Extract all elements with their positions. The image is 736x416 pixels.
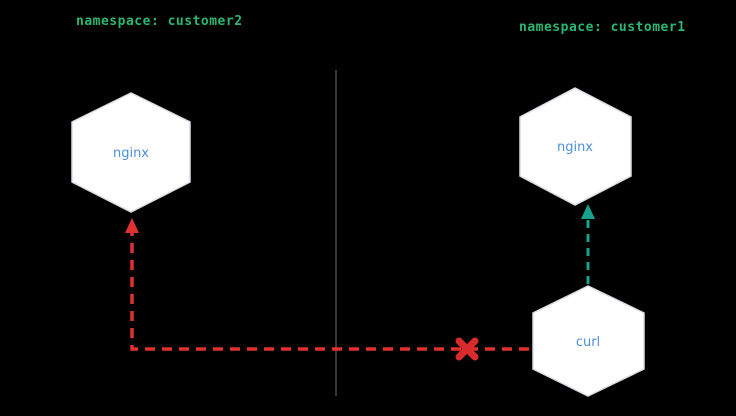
- blocked-traffic-arrow-line: [130, 226, 529, 351]
- node-curl-customer1: curl: [532, 285, 645, 397]
- node-label-nginx-customer1: nginx: [557, 140, 593, 155]
- namespace-label-customer1: namespace: customer1: [519, 20, 686, 35]
- hexagon-nginx-customer2: [71, 92, 191, 213]
- node-nginx-customer1: nginx: [519, 87, 632, 206]
- namespace-label-customer2: namespace: customer2: [76, 14, 243, 29]
- blocked-traffic-arrowhead: [125, 218, 139, 233]
- allowed-traffic-arrowhead: [581, 204, 595, 219]
- hexagon-curl-customer1: [532, 285, 645, 397]
- blocked-x-icon: [455, 337, 479, 361]
- node-nginx-customer2: nginx: [71, 92, 191, 213]
- hexagon-nginx-customer1: [519, 87, 632, 206]
- node-label-nginx-customer2: nginx: [113, 146, 149, 161]
- node-label-curl-customer1: curl: [576, 335, 600, 350]
- blocked-x-stroke-2: [455, 337, 479, 361]
